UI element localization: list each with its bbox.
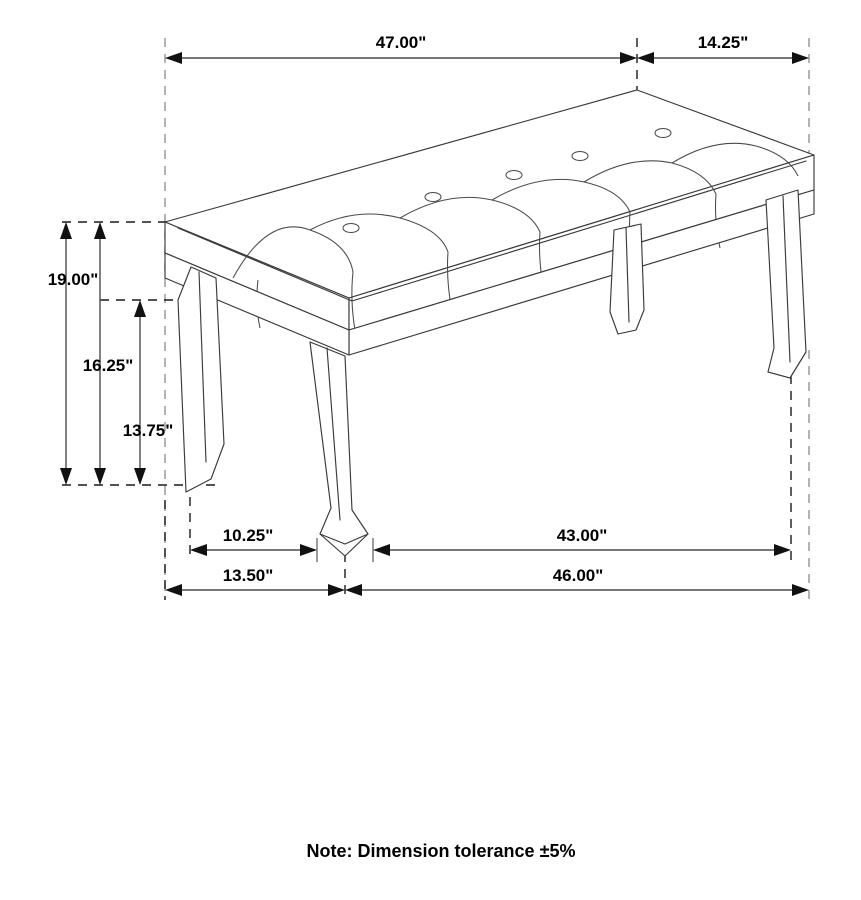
dimension-label-13-75: 13.75": [123, 421, 174, 440]
dimension-label-14-25: 14.25": [698, 33, 749, 52]
leg-back-left-edge: [198, 271, 207, 463]
tuft-button-2: [424, 191, 442, 203]
tuft-curve-3b: [671, 142, 799, 177]
leg-front-right-foot: [767, 351, 807, 379]
leg-front-left: [309, 341, 369, 557]
dimension-19-00: 19.00": [48, 222, 99, 485]
seat-edge-line-left: [177, 227, 353, 302]
dimension-14-25: 14.25": [637, 33, 809, 64]
leg-back-right-edge: [625, 227, 630, 323]
dimension-10-25: 10.25": [190, 526, 317, 556]
tuft-button-1: [342, 222, 360, 234]
dimension-46-00: 46.00": [345, 566, 809, 596]
tuft-curve-3a: [583, 160, 717, 195]
tuft-curve-1b: [309, 213, 449, 253]
tolerance-note: Note: Dimension tolerance ±5%: [307, 841, 576, 861]
tuft-curve-1a: [232, 226, 354, 279]
dimension-43-00: 43.00": [373, 526, 791, 556]
dimension-label-46-00: 46.00": [553, 566, 604, 585]
dimension-label-13-50: 13.50": [223, 566, 274, 585]
dimension-label-43-00: 43.00": [557, 526, 608, 545]
dimension-13-50: 13.50": [165, 566, 345, 596]
dimension-label-47-00: 47.00": [376, 33, 427, 52]
leg-front-left-foot: [319, 533, 369, 545]
tuft-curve-2a: [399, 196, 541, 233]
tuft-curve-2b: [491, 178, 631, 213]
seat-edge-line-front: [351, 160, 807, 302]
dimension-lines: 47.00" 14.25" 19.00" 16.25": [48, 33, 809, 596]
extension-lines: [62, 38, 810, 600]
dimension-label-16-25: 16.25": [83, 356, 134, 375]
leg-back-right: [609, 223, 645, 335]
leg-front-right-edge: [782, 195, 791, 363]
dimension-47-00: 47.00": [165, 33, 637, 64]
tuft-button-3: [505, 169, 523, 181]
dimension-13-75: 13.75": [123, 300, 174, 485]
tuft-button-4: [571, 150, 589, 162]
bench-illustration: [164, 89, 815, 557]
dimension-label-10-25: 10.25": [223, 526, 274, 545]
leg-back-left: [177, 266, 225, 493]
dimension-label-19-00: 19.00": [48, 270, 99, 289]
tuft-seam-2: [351, 271, 356, 331]
tuft-button-5: [654, 127, 672, 139]
dimension-16-25: 16.25": [83, 222, 134, 485]
leg-front-left-edge: [326, 347, 341, 521]
